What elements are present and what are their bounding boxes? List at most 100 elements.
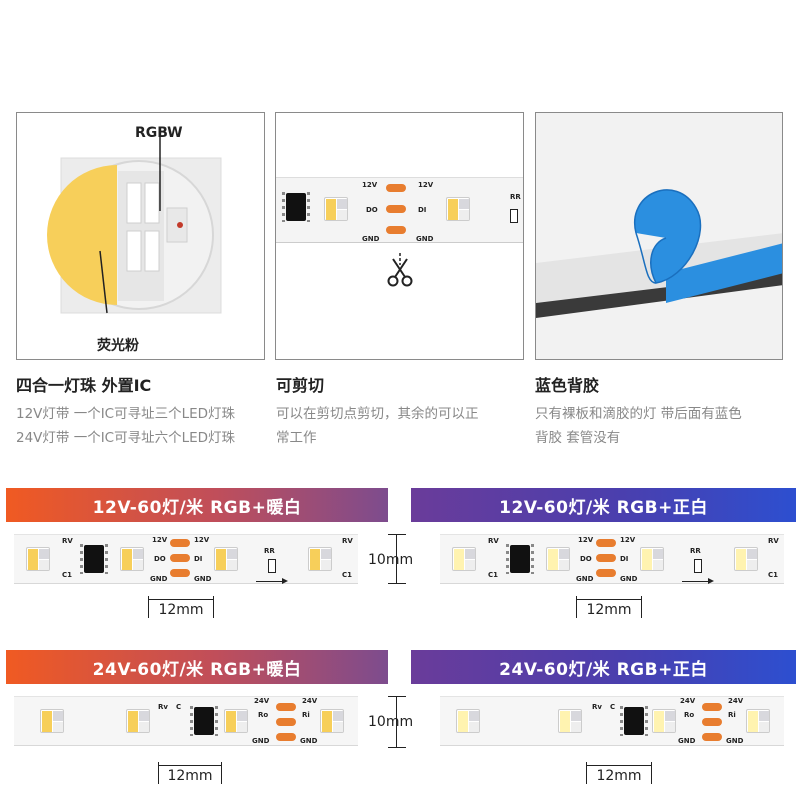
- led-chip: [126, 709, 150, 733]
- width-label: 12mm: [158, 602, 204, 618]
- solder-pad: [170, 539, 190, 547]
- pad-label: GND: [678, 737, 696, 745]
- pad-label: Ri: [728, 711, 736, 719]
- pad-label: GND: [726, 737, 744, 745]
- pad-label: GND: [300, 737, 318, 745]
- blue-adhesive-illustration: [536, 113, 782, 359]
- led-strip: Rv C 24V Ro GND 24V Ri GND: [440, 696, 784, 746]
- pad-label: 24V: [254, 697, 270, 705]
- pad-label: DI: [620, 555, 629, 563]
- height-dimension: [388, 696, 406, 748]
- pad-label: DO: [366, 206, 378, 214]
- spec-banner: 12V-60灯/米 RGB+暖白: [6, 488, 388, 522]
- solder-pad: [702, 733, 722, 741]
- width-label: 12mm: [586, 602, 632, 618]
- pad-label: 24V: [728, 697, 744, 705]
- led-strip: RV C1 12V DO GND 12V DI GND RR RV C1: [440, 534, 784, 584]
- solder-pad: [170, 554, 190, 562]
- resistor-label: RR: [510, 193, 521, 201]
- led-chip: [120, 547, 144, 571]
- solder-pad: [596, 569, 616, 577]
- solder-pad: [386, 226, 406, 234]
- pad-label: 12V: [620, 536, 636, 544]
- feature-title-led: 四合一灯珠 外置IC: [16, 376, 152, 395]
- mark-label: RR: [690, 547, 701, 555]
- cut-point-panel: 12V DO GND 12V DI GND RR: [275, 112, 524, 360]
- mark-label: C1: [488, 571, 499, 579]
- solder-pad: [386, 184, 406, 192]
- led-chip: [214, 547, 238, 571]
- desc-line: 常工作: [276, 430, 317, 446]
- ic-chip: [620, 706, 648, 736]
- solder-pad: [276, 703, 296, 711]
- height-label: 10mm: [368, 714, 414, 730]
- mark-label: Rv: [158, 703, 168, 711]
- resistor: [510, 209, 518, 223]
- mark-label: C: [176, 703, 182, 711]
- width-dimension: 12mm: [586, 762, 652, 784]
- led-chip: [40, 709, 64, 733]
- spec-banner: 12V-60灯/米 RGB+正白: [411, 488, 796, 522]
- pad-label: DI: [418, 206, 427, 214]
- mark-label: Rv: [592, 703, 602, 711]
- mark-label: C: [610, 703, 616, 711]
- solder-pad: [596, 554, 616, 562]
- mark-label: RV: [768, 537, 779, 545]
- mark-label: C1: [62, 571, 73, 579]
- solder-pad: [596, 539, 616, 547]
- feature-desc-adhesive: 只有裸板和滴胶的灯 带后面有蓝色 背胶 套管没有: [535, 402, 742, 450]
- feature-desc-cut: 可以在剪切点剪切，其余的可以正 常工作: [276, 402, 479, 450]
- led-chip: [546, 547, 570, 571]
- pad-label: Ro: [684, 711, 695, 719]
- pad-label: Ro: [258, 711, 269, 719]
- desc-line: 可以在剪切点剪切，其余的可以正: [276, 406, 479, 422]
- pad-label: 12V: [194, 536, 210, 544]
- desc-line: 24V灯带 一个IC可寻址六个LED灯珠: [16, 430, 236, 446]
- led-chip: [452, 547, 476, 571]
- solder-pad: [702, 703, 722, 711]
- mark-label: C1: [768, 571, 779, 579]
- ic-chip: [190, 706, 218, 736]
- pad-label: 12V: [418, 181, 434, 189]
- resistor: [694, 559, 702, 573]
- pad-label: GND: [416, 235, 434, 243]
- pad-label: GND: [150, 575, 168, 583]
- desc-line: 12V灯带 一个IC可寻址三个LED灯珠: [16, 406, 236, 422]
- pad-label: 12V: [152, 536, 168, 544]
- height-label: 10mm: [368, 552, 414, 568]
- led-chip: [26, 547, 50, 571]
- spec-banner: 24V-60灯/米 RGB+正白: [411, 650, 796, 684]
- solder-pad: [276, 733, 296, 741]
- feature-title-adhesive: 蓝色背胶: [535, 376, 600, 395]
- width-label: 12mm: [167, 768, 213, 784]
- desc-line: 背胶 套管没有: [535, 430, 621, 446]
- led-chip: [652, 709, 676, 733]
- led-chip: [734, 547, 758, 571]
- mark-label: RR: [264, 547, 275, 555]
- pad-label: 24V: [680, 697, 696, 705]
- width-label: 12mm: [596, 768, 642, 784]
- pad-label: GND: [252, 737, 270, 745]
- direction-arrow: [682, 578, 714, 584]
- pad-label: Ri: [302, 711, 310, 719]
- solder-pad: [702, 718, 722, 726]
- led-chip: [320, 709, 344, 733]
- led-chip: [224, 709, 248, 733]
- led-chip: [640, 547, 664, 571]
- mark-label: RV: [62, 537, 73, 545]
- pad-label: DO: [580, 555, 592, 563]
- mark-label: RV: [488, 537, 499, 545]
- ic-chip: [80, 544, 108, 574]
- feature-title-cut: 可剪切: [276, 376, 325, 395]
- pad-label: DI: [194, 555, 203, 563]
- led-closeup-panel: RGBW 荧光粉: [16, 112, 265, 360]
- pad-label: 24V: [302, 697, 318, 705]
- direction-arrow: [256, 578, 288, 584]
- solder-pad: [386, 205, 406, 213]
- phosphor-label: 荧光粉: [97, 338, 139, 354]
- led-chip: [746, 709, 770, 733]
- feature-desc-led: 12V灯带 一个IC可寻址三个LED灯珠 24V灯带 一个IC可寻址六个LED灯…: [16, 402, 235, 450]
- rgbw-label: RGBW: [135, 125, 183, 141]
- desc-line: 只有裸板和滴胶的灯 带后面有蓝色: [535, 406, 742, 422]
- ic-chip: [506, 544, 534, 574]
